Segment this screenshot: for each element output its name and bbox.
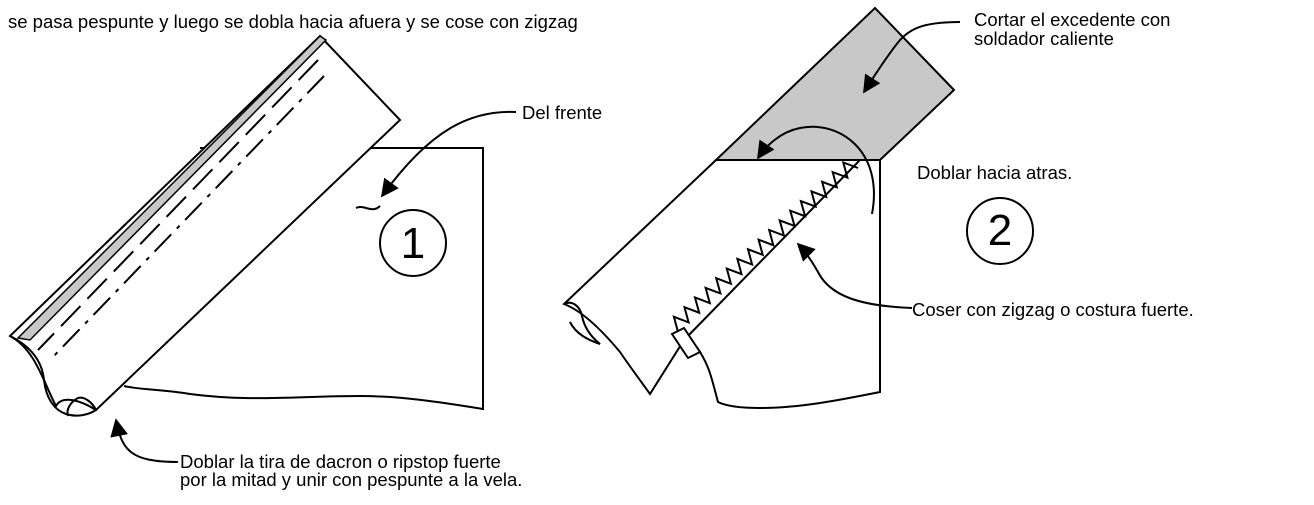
fig1-stitch-line-1 xyxy=(37,59,319,351)
fig2-label-cut-line2: soldador caliente xyxy=(974,28,1114,49)
fig1-label-fold-line1: Doblar la tira de dacron o ripstop fuert… xyxy=(180,451,501,472)
fig1-arrow-fold xyxy=(110,418,179,463)
fig1-folded-strip xyxy=(8,34,402,412)
fig1-strip-shaded-band xyxy=(16,35,328,341)
fig2-label-cut-line1: Cortar el excedente con xyxy=(974,9,1171,30)
fig2-label-sew: Coser con zigzag o costura fuerte. xyxy=(912,299,1194,320)
fig2-arrow-fold-back xyxy=(757,125,875,215)
fig2-strip-curl xyxy=(563,301,601,345)
fig2-step-circle xyxy=(966,197,1034,265)
heading-text: se pasa pespunte y luego se dobla hacia … xyxy=(8,11,578,32)
fig1-arrow-front xyxy=(380,110,517,198)
fig2-zigzag-stitching xyxy=(672,160,859,333)
fig1-step-number: 1 xyxy=(400,219,426,268)
fig1-front-mark xyxy=(355,205,381,211)
fig1-step-circle xyxy=(379,209,447,277)
fig2-folded-strip xyxy=(562,159,863,396)
figure-2 xyxy=(562,6,1034,410)
fig1-stitch-line-2 xyxy=(49,75,325,361)
fig1-label-fold-line2: por la mitad y unir con pespunte a la ve… xyxy=(180,469,523,490)
fig1-strip-curl xyxy=(9,335,98,417)
fig2-step-number: 2 xyxy=(987,206,1013,255)
fig2-strip-tab xyxy=(670,326,702,360)
figure-1 xyxy=(8,34,517,463)
fig1-label-front: Del frente xyxy=(522,102,603,123)
fig2-arrow-sew xyxy=(796,242,913,309)
fig2-label-fold-back: Doblar hacia atras. xyxy=(917,162,1073,183)
fig2-excess-shaded xyxy=(713,6,956,161)
fig2-arrow-cut xyxy=(863,21,961,94)
